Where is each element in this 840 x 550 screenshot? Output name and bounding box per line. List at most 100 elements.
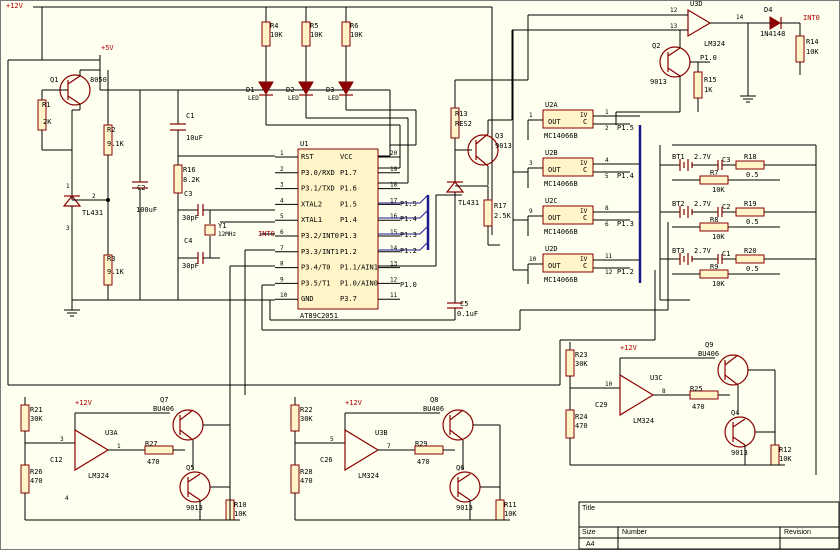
mcu-pin-15-name: P1.3 [340,232,357,240]
transistor-q3: R13 RES2 Q3 9013 [450,30,528,185]
net-p12-mcu: P1.2 [400,247,417,255]
resistor-r8-value: 10K [712,233,725,241]
opamp-u3b-pin-plus: 5 [330,436,334,443]
mcu-pin-19-number: 19 [390,166,398,173]
switch-u2a-pin-b: 2 [605,125,609,132]
cell-cap-1: C2 [722,203,730,211]
mcu-pin-13-name: P1.1/AIN1 [340,264,378,272]
resistor-r29-value: 470 [417,458,430,466]
resistor-r9-ref: R9 [710,263,718,271]
c3-ref: C3 [184,190,192,198]
svg-text:IV: IV [580,256,588,263]
resistor-r26-value: 470 [30,477,43,485]
transistor-q8-value: BU406 [423,405,444,413]
size-label: Size [582,529,596,536]
opamp-u3b-part: LM324 [358,472,379,480]
mcu-pin-16-name: P1.4 [340,216,357,224]
mcu-pin-10-name: GND [301,295,314,303]
c3-value: 30pF [182,214,199,222]
mcu-pin-20-name: VCC [340,153,353,161]
right-bus [659,144,817,475]
title-block: Title Size Number Revision A4 [578,501,840,550]
mcu-pin-8-name: P3.4/T0 [301,264,331,272]
power-rail-12v: +12V [6,2,493,235]
resistor-r28-value: 470 [300,477,313,485]
d1-ref: D1 [246,86,254,94]
resistor-r27-value: 470 [147,458,160,466]
capacitor-c4: C4 30pF [178,221,275,270]
tl431-left-label: TL431 [82,209,103,217]
transistor-q1: Q1 8050 [42,69,107,111]
c4-ref: C4 [184,237,192,245]
r15-value: 1K [704,86,713,94]
u3d-part: LM324 [704,40,725,48]
resistor-r26-ref: R26 [30,468,43,476]
resistor-r28-ref: R28 [300,468,313,476]
mcu-p1-bus: P1.5 P1.4 P1.3 P1.2 P1.0 [378,194,462,289]
mcu-pin-16-number: 16 [390,213,398,220]
switch-u2d-net: P1.2 [617,268,634,276]
transistor-q6-ref: Q6 [456,464,464,472]
opamp-u3a-pin-plus: 3 [60,436,64,443]
transistor-q7-value: BU406 [153,405,174,413]
resistor-r12-ref: R12 [779,446,792,454]
switch-u2c-pin-in: 9 [529,208,533,215]
c4-value: 30pF [182,262,199,270]
u3d-pin13: 13 [670,23,678,30]
capacitor-c5: C5 0.1uF [270,300,478,321]
resistor-r15: R15 1K [693,62,717,112]
charge-channel-1: R2130KR264703U3ALM3241C12R27470Q7BU406+1… [20,396,247,521]
net-p14-mcu: P1.4 [400,215,417,223]
crystal-y1: Y1 12MHz [204,210,236,258]
opamp-u3a-ref: U3A [105,429,118,437]
switch-u2a-c: C [583,118,587,126]
q3-value: 9013 [495,142,512,150]
net-p13-mcu: P1.3 [400,231,417,239]
resistor-r23-ref: R23 [575,351,588,359]
capacitor-c12-ref: C12 [50,456,63,464]
switch-u2d-out: OUT [548,262,561,270]
d4-ref: D4 [764,6,772,14]
opamp-u3c-part: LM324 [633,417,654,425]
power-label-12v-ch1: +12V [75,399,93,407]
battery-bt3-value: 2.7V [694,247,712,255]
resistor-r8-ref: R8 [710,216,718,224]
resistor-r18-value: 0.5 [746,171,759,179]
svg-text:2: 2 [92,193,96,200]
r3-ref: R3 [107,255,115,263]
r14-ref: R14 [806,38,819,46]
r6-ref: R6 [350,22,358,30]
d1-value: LED [248,95,259,102]
resistor-r19-value: 0.5 [746,218,759,226]
c2-value: 100uF [136,206,157,214]
opamp-u3c-ref: U3C [650,374,663,382]
mcu-pin-8-number: 8 [280,261,284,268]
d3-value: LED [328,95,339,102]
resistor-r16: R16 8.2K [173,160,201,300]
diode-d4: D4 1N4148 INT0 [760,6,820,38]
switch-bus [512,30,642,283]
resistor-r20-value: 0.5 [746,265,759,273]
u1-ref: U1 [300,140,308,148]
cell-cap-2: C1 [722,250,730,258]
resistor-r21-value: 30K [30,415,43,423]
r16-value: 8.2K [183,176,201,184]
r6-value: 10K [350,31,363,39]
number-label: Number [622,529,648,536]
revision-label: Revision [784,529,811,536]
mcu-pin-15-number: 15 [390,229,398,236]
mcu-pin-19-name: P1.7 [340,169,357,177]
resistor-r24-ref: R24 [575,413,588,421]
r4-ref: R4 [270,22,278,30]
mcu-to-channels [8,222,669,520]
r15-ref: R15 [704,76,717,84]
resistor-r11-value: 10K [504,510,517,518]
mcu-pin-9-number: 9 [280,276,284,283]
mcu-pin-17-number: 17 [390,197,398,204]
c1-ref: C1 [186,112,194,120]
power-label-12v: +12V [6,2,24,10]
r17-ref: R17 [494,202,507,210]
power-label-12v-ch3: +12V [620,344,638,352]
